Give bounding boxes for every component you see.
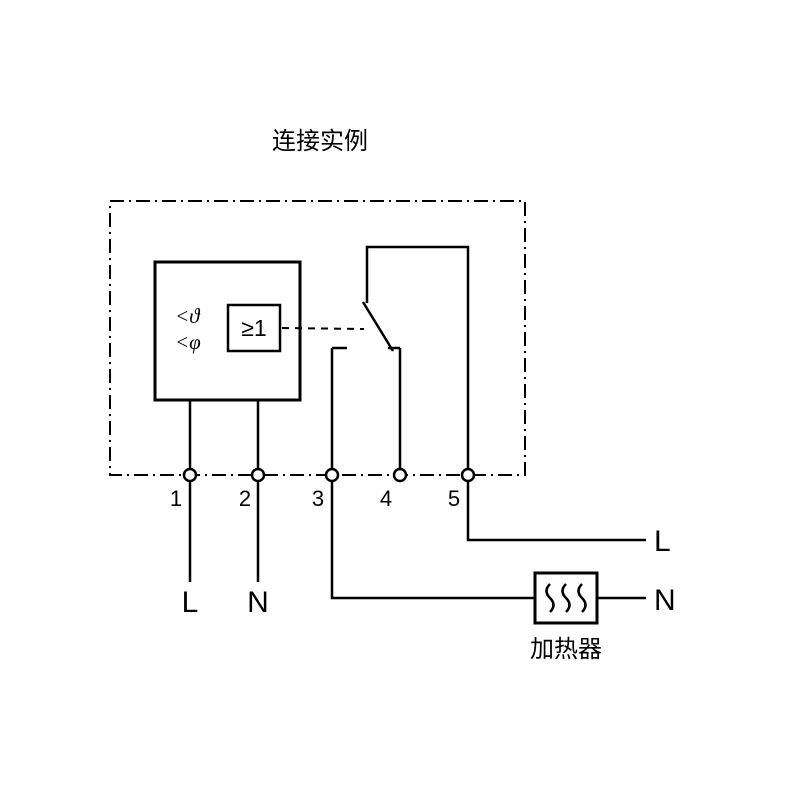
temp-input-label: <ϑ xyxy=(175,304,201,328)
terminal-4-number: 4 xyxy=(380,486,392,511)
heater-label: 加热器 xyxy=(530,636,602,663)
terminal-2-circle xyxy=(250,467,266,483)
control-dashed-line xyxy=(281,327,365,330)
or-gate-label: ≥1 xyxy=(241,315,266,341)
terminal-4-circle xyxy=(392,467,408,483)
heater-element-icon xyxy=(545,583,587,613)
enclosure-boundary xyxy=(109,200,526,476)
wire-terminal-5-L xyxy=(466,481,646,542)
label-N-right: N xyxy=(654,584,676,617)
label-L-left: L xyxy=(182,586,199,619)
terminal-3-circle xyxy=(324,467,340,483)
terminal-3-number: 3 xyxy=(312,486,324,511)
humidity-input-label: <φ xyxy=(175,330,201,354)
terminal-1-number: 1 xyxy=(170,486,182,511)
label-N-left: N xyxy=(247,586,269,619)
label-L-right: L xyxy=(654,525,671,558)
wire-terminal-3-heater xyxy=(330,481,535,600)
switch-blade xyxy=(361,301,395,352)
terminal-5-number: 5 xyxy=(448,486,460,511)
terminal-1-circle xyxy=(182,467,198,483)
terminal-5-circle xyxy=(460,467,476,483)
switch-feed-wire xyxy=(365,245,470,469)
or-gate-box xyxy=(226,303,282,353)
terminal-2-number: 2 xyxy=(239,486,251,511)
diagram-title: 连接实例 xyxy=(272,128,368,155)
